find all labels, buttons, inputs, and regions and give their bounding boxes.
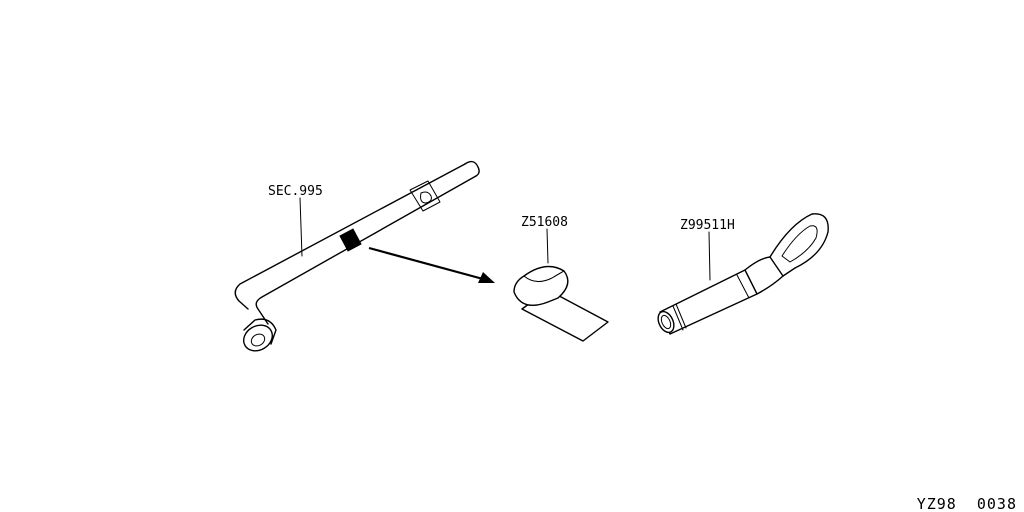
tape-roll	[513, 265, 609, 342]
figure-code: YZ98 0038	[917, 495, 1017, 512]
tape-label: Z51608	[521, 215, 568, 230]
hook-label: Z99511H	[680, 218, 735, 233]
tape-leader-line	[546, 228, 549, 264]
wrench-leader-line	[299, 197, 303, 257]
wheel-nut-wrench	[234, 160, 480, 352]
towing-hook	[657, 213, 829, 335]
wrench-label: SEC.995	[268, 184, 323, 199]
pointer-arrow	[368, 246, 495, 283]
hook-leader-line	[708, 231, 711, 281]
